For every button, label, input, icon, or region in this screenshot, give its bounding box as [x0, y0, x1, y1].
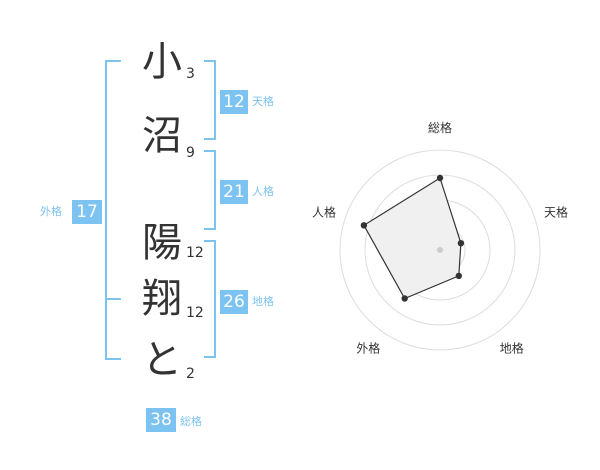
gaikaku-bracket [105, 60, 121, 360]
radar-axis-label-2: 天格 [544, 204, 568, 219]
stroke-count-1: 3 [186, 66, 195, 82]
stroke-count-4: 12 [186, 305, 204, 321]
radar-ring-4 [339, 149, 541, 351]
gaikaku-badge: 17 [72, 200, 102, 224]
radar-point-4 [401, 295, 408, 302]
name-char-2: 沼 [142, 113, 182, 159]
stroke-count-3: 12 [186, 245, 204, 261]
radar-axis-label-5: 人格 [312, 204, 336, 219]
name-char-5: と [142, 337, 182, 383]
jinkaku-bracket [204, 150, 216, 230]
radar-area [363, 177, 462, 300]
radar-point-5 [360, 222, 368, 229]
gaikaku-bracket-mid-tick [105, 298, 121, 300]
radar-points [360, 174, 465, 302]
jinkaku-label: 人格 [252, 185, 274, 198]
chikaku-label: 地格 [252, 295, 274, 308]
tenkaku-label: 天格 [252, 95, 274, 108]
tenkaku-bracket [204, 60, 216, 140]
chikaku-bracket [204, 240, 216, 358]
jinkaku-badge: 21 [220, 180, 248, 204]
name-char-4: 翔 [142, 276, 182, 322]
name-char-3: 陽 [142, 220, 182, 266]
name-char-1: 小 [142, 39, 182, 85]
radar-point-2 [457, 240, 465, 247]
radar-point-3 [455, 272, 462, 280]
chikaku-badge: 26 [220, 290, 248, 314]
radar-axis-label-3: 地格 [500, 341, 524, 356]
radar-point-1 [436, 174, 444, 182]
stroke-count-2: 9 [186, 145, 195, 161]
radar-center-dot [437, 247, 443, 253]
soukaku-label: 総格 [180, 415, 202, 428]
tenkaku-badge: 12 [220, 90, 248, 114]
gaikaku-label: 外格 [40, 205, 62, 218]
radar-axis-label-1: 総格 [428, 120, 452, 135]
stroke-count-5: 2 [186, 366, 195, 382]
soukaku-badge: 38 [146, 408, 176, 432]
radar-axis-label-4: 外格 [356, 341, 380, 356]
